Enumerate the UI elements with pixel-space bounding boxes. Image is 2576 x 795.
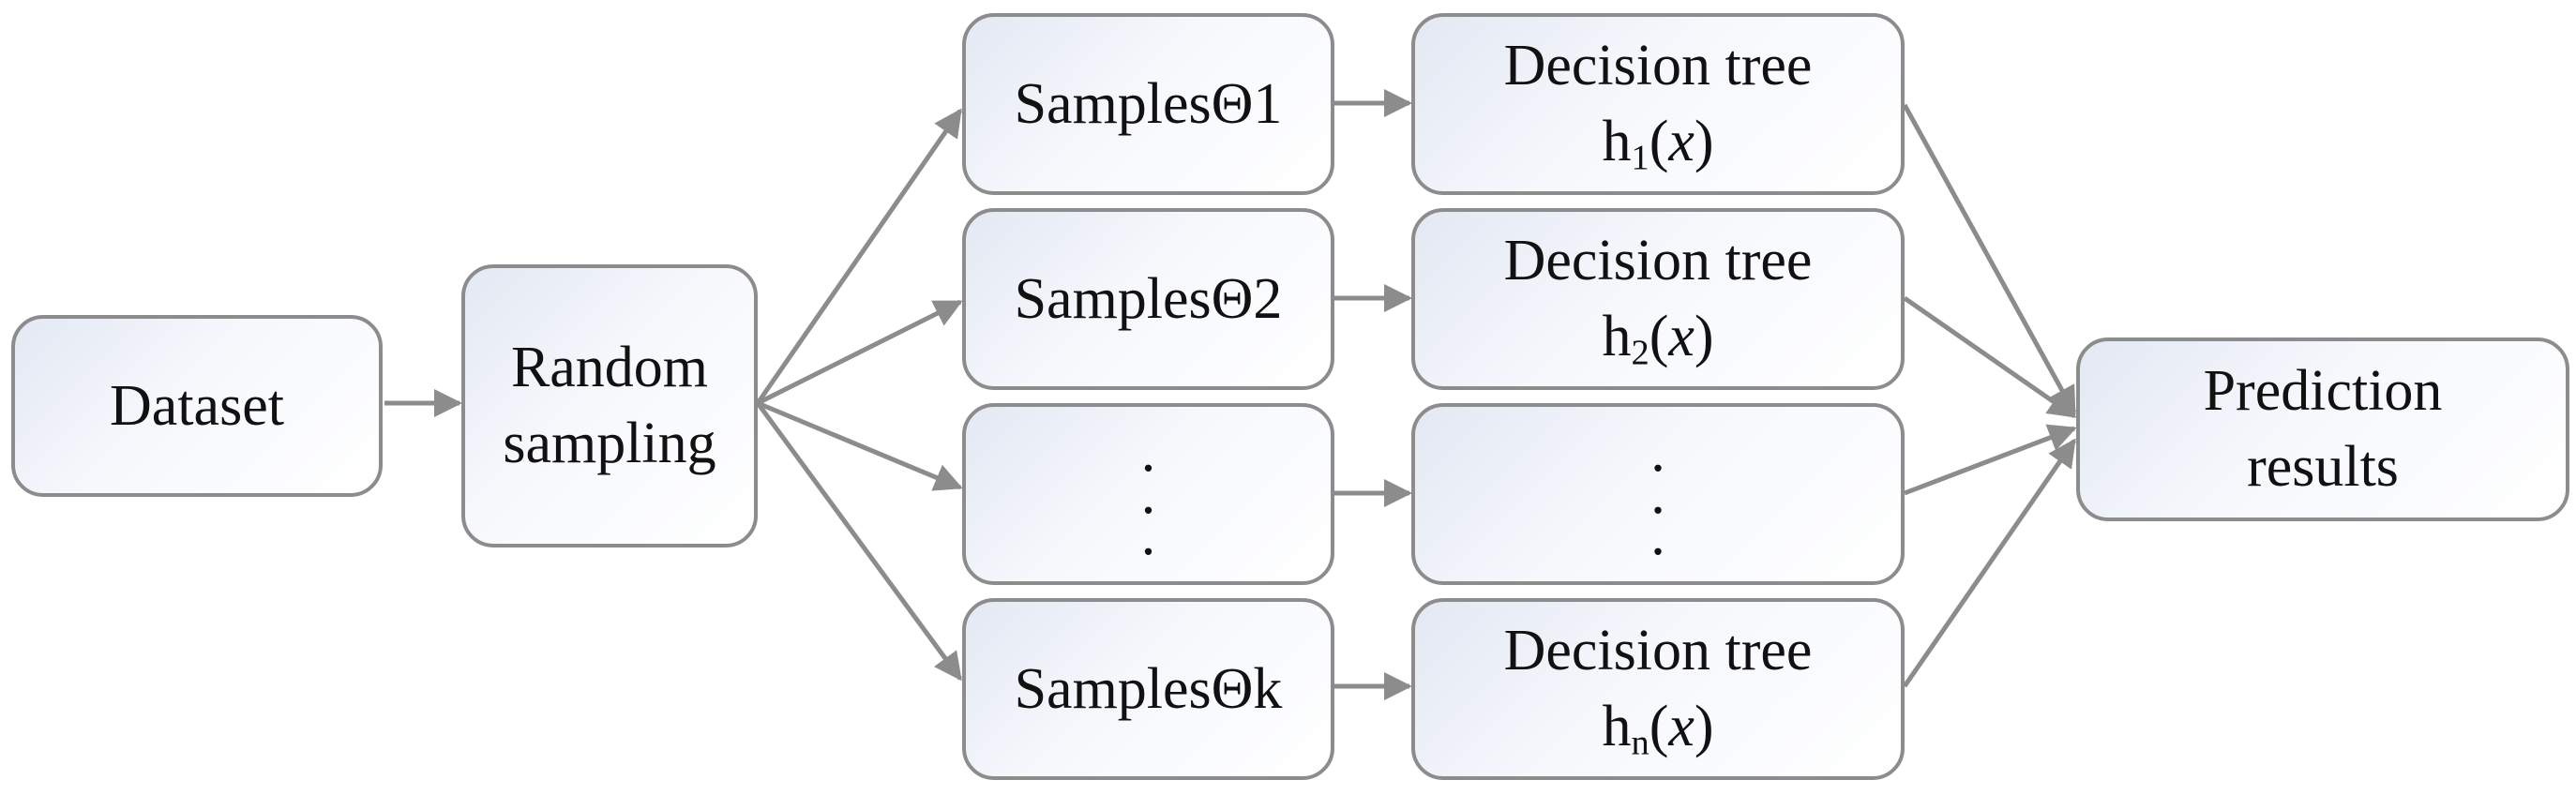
arrow-sampling-to-samples-dots <box>757 400 963 491</box>
decision-tree-node-dots: . . . <box>1411 403 1905 585</box>
arrow-sampling-to-samples-2 <box>756 299 963 406</box>
prediction-label-line-2: results <box>2247 435 2399 499</box>
random-sampling-node: Random sampling <box>461 264 758 548</box>
decision-tree-func-2: h2(x) <box>1602 305 1714 373</box>
prediction-label-line-1: Prediction <box>2203 359 2443 424</box>
decision-tree-label-1: Decision tree <box>1503 34 1813 98</box>
ellipsis-vertical: . . . <box>1140 420 1156 568</box>
samples-label-1: SamplesΘ1 <box>1014 71 1283 136</box>
decision-tree-func-n: hn(x) <box>1602 695 1714 763</box>
samples-label-k: SamplesΘk <box>1014 656 1283 721</box>
decision-tree-node-2: Decision tree h2(x) <box>1411 208 1905 390</box>
prediction-results-node: Prediction results <box>2076 338 2569 521</box>
arrow-tree-2-to-prediction <box>1903 295 2077 419</box>
decision-tree-node-n: Decision tree hn(x) <box>1411 598 1905 780</box>
arrow-tree-n-to-prediction <box>1902 438 2077 688</box>
arrow-sampling-to-samples-k <box>755 401 963 682</box>
dataset-label: Dataset <box>110 373 284 438</box>
samples-node-2: SamplesΘ2 <box>962 208 1334 390</box>
ellipsis-vertical: . . . <box>1650 420 1665 568</box>
decision-tree-label-n: Decision tree <box>1503 619 1813 683</box>
samples-node-1: SamplesΘ1 <box>962 13 1334 195</box>
samples-label-2: SamplesΘ2 <box>1014 266 1283 331</box>
arrow-tree-1-to-prediction <box>1902 103 2077 415</box>
decision-tree-node-1: Decision tree h1(x) <box>1411 13 1905 195</box>
arrow-tree-dots-to-prediction <box>1904 424 2077 496</box>
samples-node-k: SamplesΘk <box>962 598 1334 780</box>
decision-tree-func-1: h1(x) <box>1602 110 1714 178</box>
decision-tree-label-2: Decision tree <box>1503 229 1813 293</box>
random-sampling-label-line-1: Random <box>510 336 709 400</box>
samples-node-dots: . . . <box>962 403 1334 585</box>
dataset-node: Dataset <box>11 315 383 497</box>
random-sampling-label-line-2: sampling <box>503 412 716 475</box>
arrow-sampling-to-samples-1 <box>755 108 963 405</box>
